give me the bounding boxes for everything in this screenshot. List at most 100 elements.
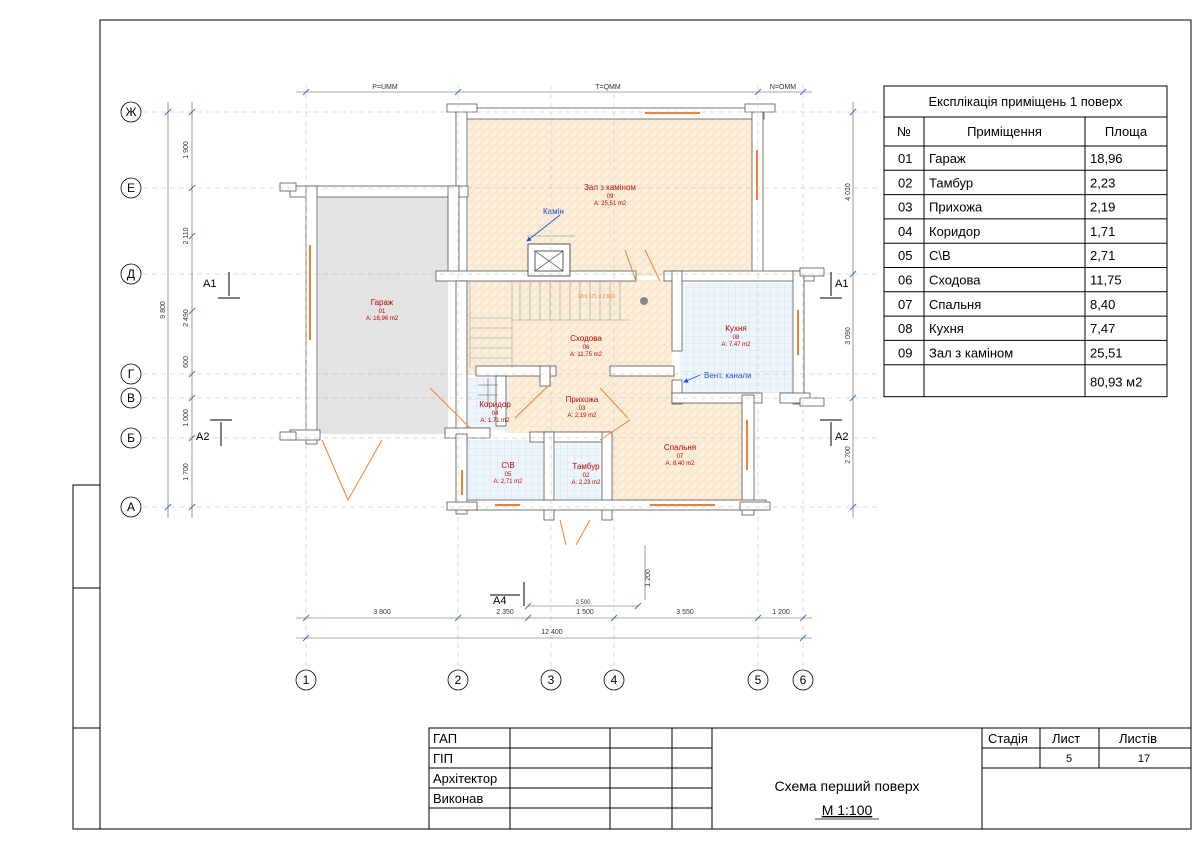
- svg-text:A2: A2: [196, 431, 209, 443]
- sheet-header: Лист: [1052, 731, 1080, 746]
- dim-label: T=QMM: [595, 84, 621, 91]
- axis-marker: Б: [120, 427, 142, 449]
- dim-label: 2 700: [845, 446, 852, 464]
- room-number: 07: [677, 454, 684, 460]
- axis-marker: А: [120, 496, 142, 518]
- stair-note: 18 x 171 x 2 660: [578, 294, 615, 300]
- floor-garage: [318, 197, 448, 434]
- role-executor: Виконав: [433, 791, 483, 806]
- room-title: С\В: [929, 248, 951, 263]
- dim-total: 12 400: [541, 629, 563, 636]
- room-area: A: 7,47 m2: [721, 342, 751, 348]
- axis-number: 4: [611, 673, 618, 687]
- room-area: A: 2,19 m2: [567, 413, 597, 419]
- room-title: Коридор: [929, 224, 980, 239]
- room-area-value: 2,71: [1090, 248, 1115, 263]
- dim-label: 2 350: [496, 609, 514, 616]
- room-area-value: 2,19: [1090, 200, 1115, 215]
- axis-marker: 5: [747, 669, 769, 691]
- axis-marker: 4: [603, 669, 625, 691]
- svg-text:A1: A1: [203, 278, 216, 290]
- room-area: A: 2,71 m2: [493, 479, 523, 485]
- axis-letter: Д: [127, 267, 135, 281]
- stairs: [469, 282, 630, 405]
- room-area: A: 25,51 m2: [594, 201, 627, 207]
- dim-label: 1 500: [576, 609, 594, 616]
- room-number: 04: [492, 411, 499, 417]
- room-area-value: 1,71: [1090, 224, 1115, 239]
- axis-marker: 6: [792, 669, 814, 691]
- axis-number: 3: [548, 673, 555, 687]
- room-area-value: 18,96: [1090, 151, 1123, 166]
- dim-label: 1 900: [183, 141, 190, 159]
- dim-label: 3 550: [676, 609, 694, 616]
- axis-number: 2: [455, 673, 462, 687]
- room-number: 03: [579, 406, 586, 412]
- kamin-leader: [526, 214, 561, 242]
- axis-letter: А: [127, 500, 135, 514]
- svg-text:A1: A1: [835, 278, 848, 290]
- dim-total: 9 800: [160, 301, 167, 319]
- dim-label: 1 000: [183, 409, 190, 427]
- room-name: Гараж: [371, 298, 394, 307]
- kamin-label: Камін: [543, 207, 564, 216]
- dim-label: 2 110: [183, 227, 190, 244]
- room-index: 01: [898, 151, 912, 166]
- vent-label: Вент. канали: [704, 371, 752, 380]
- room-number: 06: [583, 345, 590, 351]
- axis-number: 6: [800, 673, 807, 687]
- room-name: С\В: [501, 461, 514, 470]
- floor-kitchen: [680, 283, 798, 393]
- room-area: A: 18,96 m2: [366, 316, 399, 322]
- dim-label: 2 490: [183, 309, 190, 327]
- room-area: A: 1,71 m2: [480, 418, 510, 424]
- room-name: Сходова: [570, 334, 602, 343]
- dim-label: 4 010: [845, 183, 852, 201]
- explication-header: Приміщення: [967, 124, 1042, 139]
- floor-tambour: [556, 440, 604, 502]
- dim-label: 2 500: [575, 600, 591, 606]
- axis-letter: Б: [127, 431, 135, 445]
- room-area-value: 7,47: [1090, 321, 1115, 336]
- fireplace: [527, 235, 575, 277]
- room-name: Кухня: [725, 324, 746, 333]
- drawing-title: Схема перший поверх: [774, 778, 919, 794]
- axis-marker: В: [120, 387, 142, 409]
- explication-header: №: [897, 124, 911, 139]
- axis-letter: Г: [128, 367, 135, 381]
- stage-header: Стадія: [988, 731, 1028, 746]
- dim-label: 600: [183, 356, 190, 368]
- room-title: Спальня: [929, 297, 981, 312]
- room-name: Тамбур: [572, 462, 600, 471]
- axis-number: 1: [303, 673, 310, 687]
- section-marks: A1 A1 A2 A2 A4: [196, 272, 848, 607]
- section-a4: A4: [490, 582, 525, 607]
- room-area: A: 8,40 m2: [665, 461, 695, 467]
- svg-text:A4: A4: [493, 595, 506, 607]
- title-block: ГАП ГІП Архітектор Виконав Стадія Лист Л…: [428, 727, 1192, 830]
- room-title: Гараж: [929, 151, 966, 166]
- room-number: 02: [583, 473, 590, 479]
- doors: [321, 249, 661, 546]
- axis-marker: Г: [120, 363, 142, 385]
- dim-label: N=OMM: [770, 84, 796, 91]
- room-name: Зал з каміном: [584, 183, 636, 192]
- room-title: Зал з каміном: [929, 345, 1013, 360]
- section-a1-right: A1: [820, 272, 848, 299]
- dim-label: 3 800: [373, 609, 391, 616]
- room-area-value: 11,75: [1090, 273, 1122, 288]
- vent-leader: [683, 374, 701, 383]
